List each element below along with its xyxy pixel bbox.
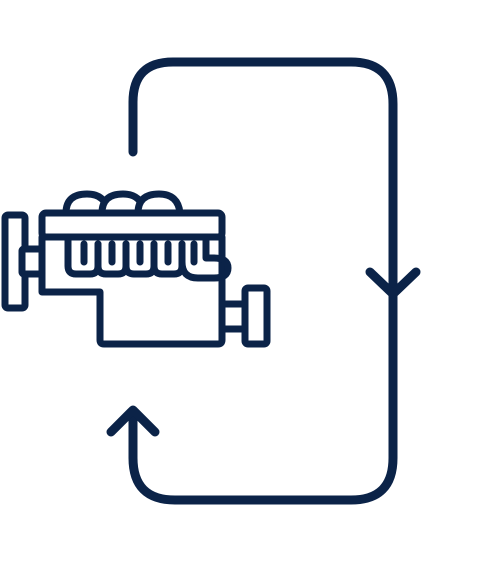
engine-left-shaft [18, 245, 46, 278]
engine-dome-3 [134, 190, 184, 217]
down-arrow-icon [365, 267, 421, 299]
exhaust-collector [178, 233, 232, 282]
engine-flywheel [241, 284, 271, 348]
cycle-loop-arrow [106, 57, 421, 505]
engine-exhaust-manifold [64, 233, 232, 282]
cycle-loop-path [128, 57, 398, 505]
engine-valve-cover [38, 209, 226, 241]
up-arrow-icon [106, 405, 160, 437]
engine-icon [0, 187, 274, 351]
